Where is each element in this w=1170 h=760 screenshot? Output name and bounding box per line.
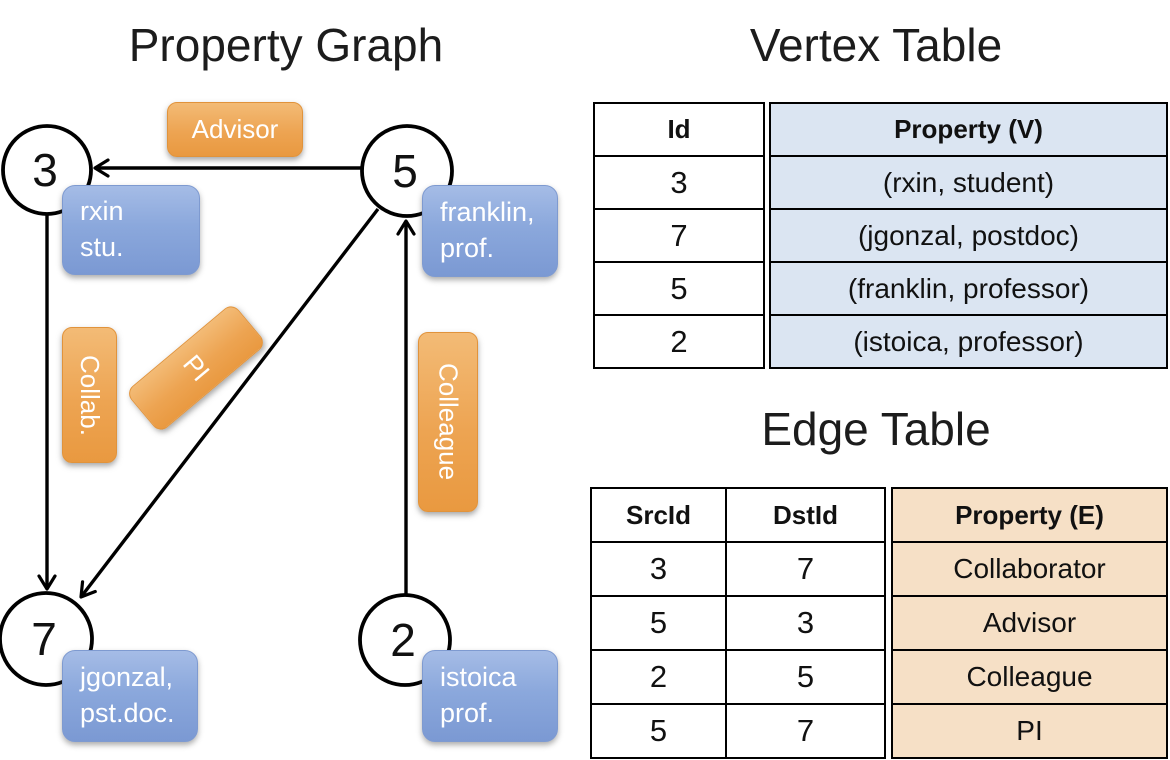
property-graph-canvas: 3 5 7 2: [0, 124, 454, 687]
edge-table: SrcId DstId 3 7 5 3 2 5 5 7 Property (E)…: [590, 487, 1168, 759]
table-row: 2: [595, 314, 763, 367]
vertex-table: Id 3 7 5 2 Property (V) (rxin, student) …: [593, 102, 1168, 369]
edge-label-collab: Collab.: [62, 327, 117, 463]
table-row: 5 3: [592, 595, 884, 649]
property-graph-title: Property Graph: [128, 19, 444, 71]
vertex-property-line: pst.doc.: [80, 698, 175, 728]
edge-label-advisor: Advisor: [167, 102, 303, 157]
vertex-table-id-column: Id 3 7 5 2: [593, 102, 765, 369]
vertex-table-header-property: Property (V): [771, 104, 1166, 155]
vertex-property-box-7: jgonzal, pst.doc.: [62, 650, 198, 742]
node-id-5: 5: [392, 145, 418, 197]
vertex-property-box-3: rxin stu.: [62, 185, 200, 275]
table-row: (jgonzal, postdoc): [771, 208, 1166, 261]
edge-label-text: Collab.: [75, 354, 105, 436]
edge-label-text: Colleague: [433, 363, 464, 481]
table-row: 2 5: [592, 649, 884, 703]
node-id-2: 2: [390, 614, 416, 666]
table-row: 5: [595, 261, 763, 314]
table-row: Collaborator: [893, 541, 1166, 595]
edge-table-property-column: Property (E) Collaborator Advisor Collea…: [891, 487, 1168, 759]
table-row: 3: [595, 155, 763, 208]
vertex-table-property-column: Property (V) (rxin, student) (jgonzal, p…: [769, 102, 1168, 369]
edge-table-id-columns: SrcId DstId 3 7 5 3 2 5 5 7: [590, 487, 886, 759]
edge-table-header-dstid: DstId: [725, 489, 884, 541]
table-row: (istoica, professor): [771, 314, 1166, 367]
table-row: Advisor: [893, 595, 1166, 649]
table-row: 3 7: [592, 541, 884, 595]
vertex-property-line: stu.: [80, 232, 124, 262]
table-row: 5 7: [592, 703, 884, 757]
vertex-property-line: franklin,: [440, 197, 535, 228]
edge-label-colleague: Colleague: [418, 332, 478, 512]
table-row: (franklin, professor): [771, 261, 1166, 314]
vertex-property-box-2: istoica prof.: [422, 650, 558, 742]
vertex-property-line: rxin: [80, 196, 124, 227]
edge-label-text: Advisor: [191, 114, 279, 144]
table-row: 7: [595, 208, 763, 261]
vertex-property-line: jgonzal,: [80, 662, 174, 693]
table-row: (rxin, student): [771, 155, 1166, 208]
node-id-7: 7: [31, 613, 57, 665]
edge-table-header-srcid: SrcId: [625, 499, 692, 530]
vertex-table-header-id: Id: [667, 114, 691, 144]
vertex-property-line: prof.: [440, 698, 495, 728]
edge-pi-5-to-7: [79, 207, 380, 599]
table-row: PI: [893, 703, 1166, 757]
table-row: Colleague: [893, 649, 1166, 703]
edge-table-header-property: Property (E): [893, 489, 1166, 541]
vertex-property-line: istoica: [440, 662, 517, 693]
vertex-table-title: Vertex Table: [749, 19, 1003, 71]
edge-table-title: Edge Table: [761, 403, 991, 455]
node-id-3: 3: [32, 144, 58, 196]
vertex-property-line: prof.: [440, 233, 495, 263]
vertex-property-box-5: franklin, prof.: [422, 185, 558, 277]
edge-label-text: PI: [176, 348, 216, 387]
